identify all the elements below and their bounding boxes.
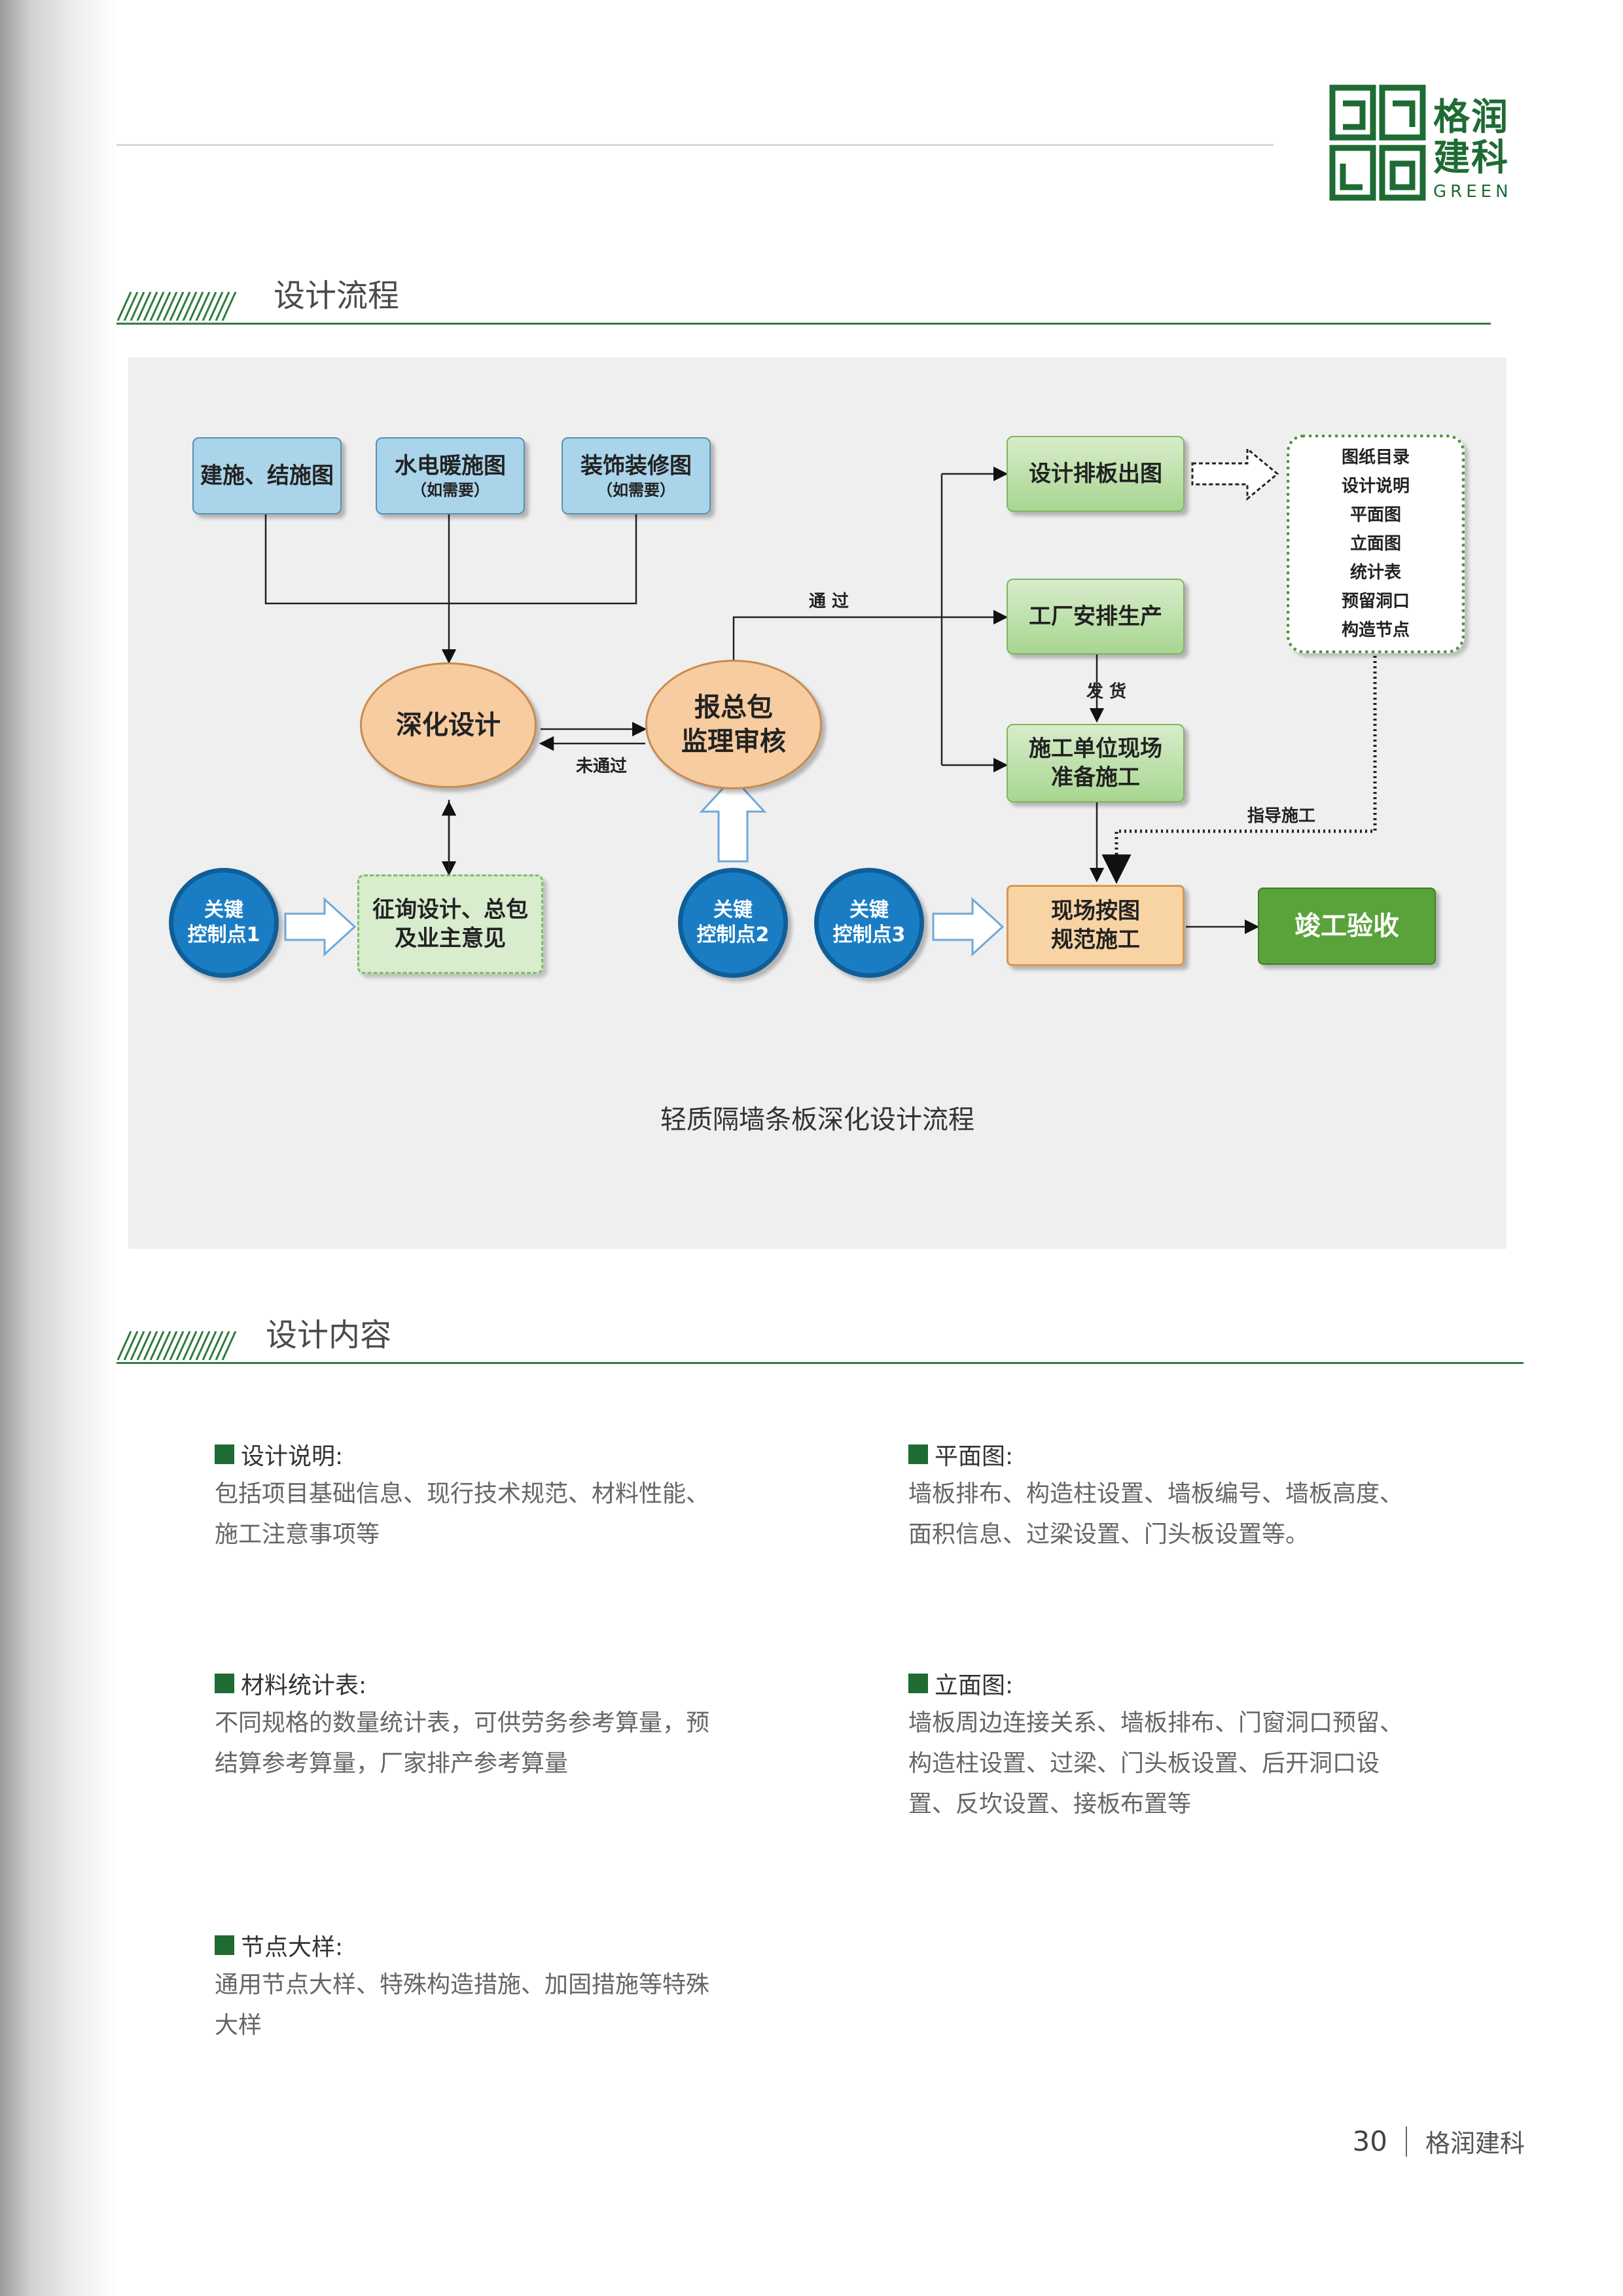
flowchart-panel: 建施、结施图 水电暖施图 （如需要） 装饰装修图 （如需要） 深化设计 报总包 …	[128, 357, 1507, 1249]
content-item-node-details: 节点大样: 通用节点大样、特殊构造措施、加固措施等特殊大样	[215, 1928, 712, 2046]
item-body: 墙板周边连接关系、墙板排布、门窗洞口预留、构造柱设置、过梁、门头板设置、后开洞口…	[908, 1710, 1404, 1818]
node-label: 建施、结施图	[200, 463, 334, 489]
node-label: 报总包	[694, 692, 773, 723]
content-item-floor-plan: 平面图: 墙板排布、构造柱设置、墙板编号、墙板高度、面积信息、过梁设置、门头板设…	[908, 1437, 1406, 1555]
edge-label-pass: 通 过	[809, 592, 849, 611]
section-header-content: 设计内容	[116, 1312, 1524, 1364]
input-decoration-drawings: 装饰装修图 （如需要）	[562, 437, 711, 514]
header-rule	[116, 144, 1274, 146]
item-title: 材料统计表:	[241, 1672, 367, 1699]
node-sublabel: （如需要）	[597, 481, 675, 499]
node-label: 控制点3	[832, 924, 906, 946]
node-label: 控制点1	[187, 924, 260, 946]
node-label: 关键	[849, 899, 889, 922]
flowchart-connectors	[264, 446, 1377, 957]
page-footer: 30 格润建科	[1353, 2123, 1525, 2159]
bullet-square-icon	[908, 1444, 928, 1464]
edge-label-fail: 未通过	[576, 757, 628, 776]
logo-mark-icon	[1329, 84, 1427, 202]
node-label: 关键	[713, 899, 753, 922]
layout-output-node: 设计排板出图	[1007, 436, 1185, 512]
node-label: 深化设计	[396, 710, 501, 740]
item-title: 节点大样:	[241, 1934, 344, 1961]
key-control-point-1: 关键 控制点1	[169, 868, 279, 978]
footer-divider	[1405, 2126, 1407, 2157]
review-node: 报总包 监理审核	[645, 660, 822, 789]
input-mep-drawings: 水电暖施图 （如需要）	[376, 437, 525, 514]
diagram-caption: 轻质隔墙条板深化设计流程	[660, 1105, 974, 1135]
section-title-process: 设计流程	[274, 278, 400, 314]
input-architectural-structural-drawings: 建施、结施图	[192, 437, 342, 514]
item-title: 平面图:	[935, 1443, 1014, 1470]
node-label: 及业主意见	[395, 925, 506, 952]
deliverable-item: 统计表	[1349, 563, 1401, 583]
item-body: 墙板排布、构造柱设置、墙板编号、墙板高度、面积信息、过梁设置、门头板设置等。	[908, 1480, 1404, 1548]
key-control-point-3: 关键 控制点3	[814, 868, 924, 978]
bullet-square-icon	[215, 1674, 234, 1693]
section-title-content: 设计内容	[266, 1317, 392, 1354]
node-label: 准备施工	[1051, 764, 1140, 791]
deliverable-item: 预留洞口	[1341, 592, 1410, 611]
node-label: 监理审核	[681, 726, 786, 757]
deliverable-item: 设计说明	[1341, 476, 1410, 496]
content-item-material-table: 材料统计表: 不同规格的数量统计表，可供劳务参考算量，预结算参考算量，厂家排产参…	[215, 1666, 712, 1784]
page-spine-shadow	[0, 0, 118, 2296]
node-label: 设计排板出图	[1029, 461, 1162, 487]
factory-production-node: 工厂安排生产	[1007, 579, 1185, 655]
edge-label-guide: 指导施工	[1247, 806, 1316, 826]
hatch-icon	[116, 292, 237, 321]
item-body: 包括项目基础信息、现行技术规范、材料性能、施工注意事项等	[215, 1480, 710, 1548]
consult-node: 征询设计、总包 及业主意见	[357, 874, 543, 974]
page-number: 30	[1352, 2125, 1387, 2157]
node-label: 现场按图	[1051, 898, 1140, 924]
item-body: 不同规格的数量统计表，可供劳务参考算量，预结算参考算量，厂家排产参考算量	[215, 1710, 710, 1777]
deliverable-item: 图纸目录	[1341, 448, 1410, 467]
brand-logo: 格润 建科 GREEN	[1329, 84, 1525, 202]
node-label: 征询设计、总包	[372, 897, 528, 923]
node-label: 工厂安排生产	[1029, 603, 1162, 630]
bullet-square-icon	[215, 1935, 234, 1955]
acceptance-node: 竣工验收	[1258, 888, 1436, 965]
footer-brand: 格润建科	[1425, 2129, 1525, 2158]
node-label: 控制点2	[696, 924, 770, 946]
node-label: 水电暖施图	[395, 453, 506, 479]
section-rule	[116, 323, 1491, 325]
deliverable-item: 立面图	[1349, 534, 1401, 554]
deliverable-item: 构造节点	[1341, 620, 1410, 640]
node-label: 施工单位现场	[1029, 736, 1162, 762]
node-label: 装饰装修图	[580, 453, 692, 479]
site-preparation-node: 施工单位现场 准备施工	[1007, 724, 1185, 802]
site-construction-node: 现场按图 规范施工	[1007, 885, 1185, 966]
deepen-design-node: 深化设计	[360, 662, 537, 788]
logo-text-en: GREEN	[1433, 182, 1512, 202]
key-control-point-2: 关键 控制点2	[678, 868, 788, 978]
bullet-square-icon	[908, 1674, 928, 1693]
content-item-elevation: 立面图: 墙板周边连接关系、墙板排布、门窗洞口预留、构造柱设置、过梁、门头板设置…	[908, 1666, 1406, 1825]
edge-label-ship: 发 货	[1086, 682, 1127, 702]
node-sublabel: （如需要）	[411, 481, 490, 499]
bullet-square-icon	[215, 1444, 234, 1464]
item-title: 设计说明:	[241, 1443, 344, 1470]
deliverable-item: 平面图	[1349, 505, 1401, 525]
node-label: 关键	[204, 899, 243, 922]
node-label: 竣工验收	[1294, 911, 1399, 941]
logo-text-line1: 格润	[1433, 96, 1509, 139]
deliverables-list: 图纸目录 设计说明 平面图 立面图 统计表 预留洞口 构造节点	[1287, 435, 1465, 653]
section-header-process: 设计流程	[116, 272, 1491, 325]
section-rule	[116, 1362, 1524, 1364]
item-title: 立面图:	[935, 1672, 1014, 1699]
item-body: 通用节点大样、特殊构造措施、加固措施等特殊大样	[215, 1971, 710, 2039]
node-label: 规范施工	[1051, 927, 1140, 953]
logo-text-line2: 建科	[1433, 137, 1509, 179]
hatch-icon	[116, 1331, 237, 1360]
content-item-design-notes: 设计说明: 包括项目基础信息、现行技术规范、材料性能、施工注意事项等	[215, 1437, 712, 1555]
